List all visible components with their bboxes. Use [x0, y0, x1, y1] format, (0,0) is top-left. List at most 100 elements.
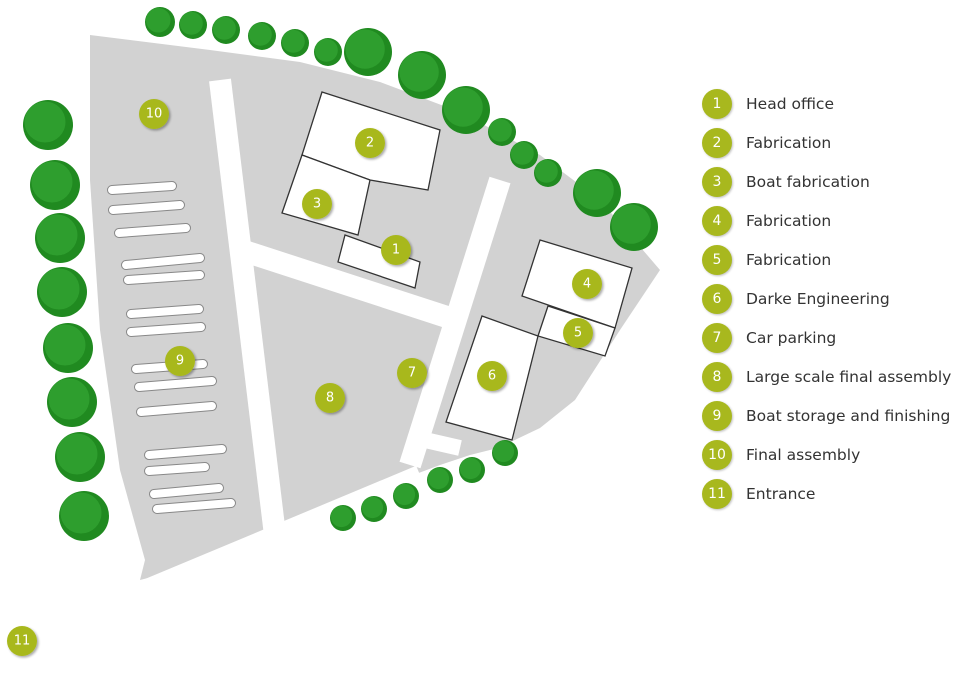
legend-item: 3 Boat fabrication: [702, 162, 957, 201]
legend-item: 4 Fabrication: [702, 201, 957, 240]
map-markers: 1 2 3 4 5 6 7: [7, 99, 602, 656]
parking-bay: [115, 224, 190, 237]
tree: [398, 51, 446, 99]
parking-bay: [145, 445, 226, 459]
svg-text:4: 4: [583, 277, 591, 292]
legend-item: 8 Large scale final assembly: [702, 357, 957, 396]
parking-bay: [135, 377, 216, 391]
legend-label: Darke Engineering: [746, 289, 890, 308]
legend-number-badge: 7: [702, 322, 732, 353]
tree: [393, 483, 419, 509]
parking-bay: [127, 323, 205, 336]
map-legend: 1 Head office 2 Fabrication 3 Boat fabri…: [702, 84, 957, 513]
tree: [510, 141, 538, 169]
tree: [43, 323, 93, 373]
svg-text:9: 9: [176, 354, 184, 369]
marker-6[interactable]: 6: [477, 361, 507, 391]
marker-7[interactable]: 7: [397, 358, 427, 388]
svg-text:1: 1: [392, 243, 400, 258]
legend-label: Head office: [746, 94, 834, 113]
legend-number-badge: 9: [702, 400, 732, 431]
tree: [492, 440, 518, 466]
tree: [281, 29, 309, 57]
roads: [21, 78, 511, 650]
legend-item: 6 Darke Engineering: [702, 279, 957, 318]
tree: [442, 86, 490, 134]
marker-5[interactable]: 5: [563, 318, 593, 348]
legend-item: 2 Fabrication: [702, 123, 957, 162]
tree: [212, 16, 240, 44]
tree: [344, 28, 392, 76]
legend-item: 1 Head office: [702, 84, 957, 123]
marker-1[interactable]: 1: [381, 235, 411, 265]
marker-4[interactable]: 4: [572, 269, 602, 299]
parking-bay: [124, 271, 204, 284]
tree: [37, 267, 87, 317]
legend-label: Boat fabrication: [746, 172, 870, 191]
parking-bay: [137, 402, 216, 416]
parking-bay: [109, 201, 184, 214]
parking-bay: [153, 499, 235, 513]
tree: [47, 377, 97, 427]
tree: [23, 100, 73, 150]
svg-text:11: 11: [14, 634, 31, 649]
svg-text:7: 7: [408, 366, 416, 381]
legend-number-badge: 11: [702, 478, 732, 509]
parking-bays: [107, 181, 236, 514]
tree: [145, 7, 175, 37]
marker-10[interactable]: 10: [139, 99, 169, 129]
tree: [59, 491, 109, 541]
legend-number-badge: 10: [702, 439, 732, 470]
legend-label: Fabrication: [746, 133, 832, 152]
legend-item: 10 Final assembly: [702, 435, 957, 474]
legend-label: Entrance: [746, 484, 816, 503]
marker-11[interactable]: 11: [7, 626, 37, 656]
legend-item: 5 Fabrication: [702, 240, 957, 279]
svg-text:3: 3: [313, 197, 321, 212]
tree: [248, 22, 276, 50]
marker-9[interactable]: 9: [165, 346, 195, 376]
svg-text:5: 5: [574, 326, 582, 341]
legend-number-badge: 8: [702, 361, 732, 392]
tree: [488, 118, 516, 146]
legend-number-badge: 4: [702, 205, 732, 236]
legend-number-badge: 6: [702, 283, 732, 314]
legend-number-badge: 1: [702, 88, 732, 119]
svg-text:6: 6: [488, 369, 496, 384]
svg-text:2: 2: [366, 136, 374, 151]
tree: [610, 203, 658, 251]
legend-item: 7 Car parking: [702, 318, 957, 357]
legend-label: Car parking: [746, 328, 837, 347]
legend-label: Fabrication: [746, 211, 832, 230]
legend-label: Large scale final assembly: [746, 367, 952, 386]
parking-bay: [150, 484, 223, 498]
tree: [314, 38, 342, 66]
svg-text:8: 8: [326, 391, 334, 406]
marker-3[interactable]: 3: [302, 189, 332, 219]
legend-label: Final assembly: [746, 445, 861, 464]
legend-number-badge: 2: [702, 127, 732, 158]
parking-bay: [127, 305, 203, 318]
tree: [427, 467, 453, 493]
tree: [179, 11, 207, 39]
legend-label: Fabrication: [746, 250, 832, 269]
tree: [573, 169, 621, 217]
legend-label: Boat storage and finishing: [746, 406, 951, 425]
parking-bay: [122, 254, 204, 269]
tree: [55, 432, 105, 482]
parking-bay: [108, 182, 176, 194]
legend-item: 9 Boat storage and finishing: [702, 396, 957, 435]
trees: [23, 7, 658, 541]
svg-text:10: 10: [146, 107, 163, 122]
tree: [30, 160, 80, 210]
marker-8[interactable]: 8: [315, 383, 345, 413]
tree: [330, 505, 356, 531]
legend-number-badge: 5: [702, 244, 732, 275]
marker-2[interactable]: 2: [355, 128, 385, 158]
tree: [534, 159, 562, 187]
parking-bay: [145, 463, 209, 475]
tree: [459, 457, 485, 483]
tree: [361, 496, 387, 522]
